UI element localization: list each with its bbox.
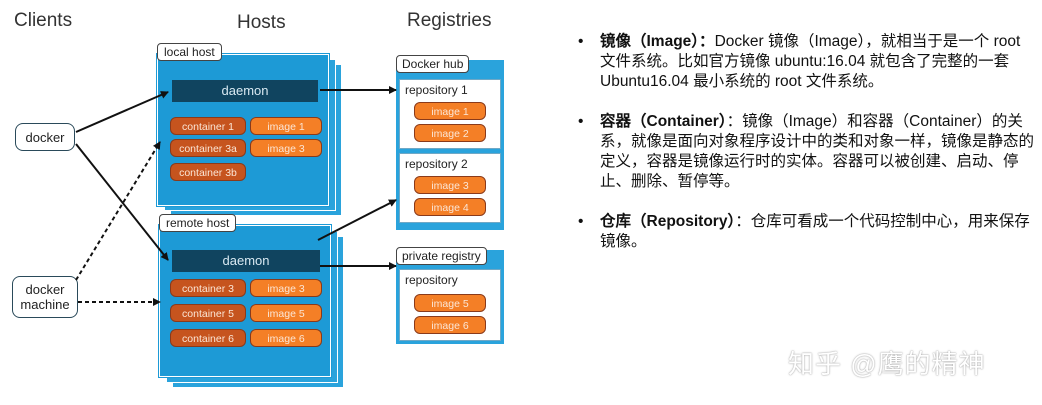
hub-image-4: image 4 — [414, 198, 486, 216]
note-image-body: Docker 镜像（Image），就相当于是一个 root 文件系统。比如官方镜… — [600, 33, 1021, 90]
docker-to-remote-daemon-arrow — [75, 143, 169, 261]
local-host: local host daemon container 1 image 1 co… — [156, 43, 330, 207]
remote-image-5: image 5 — [250, 304, 322, 322]
machine-to-local-host-arrow — [75, 141, 161, 281]
remote-container-6: container 6 — [170, 329, 246, 347]
repository-1: repository 1 image 1 image 2 — [399, 79, 501, 149]
private-repository-label: repository — [405, 273, 458, 287]
private-registry-label: private registry — [396, 247, 487, 265]
note-container: • 容器（Container）：镜像（Image）和容器（Container）的… — [574, 112, 1034, 192]
docker-machine-client: docker machine — [12, 276, 78, 318]
remote-host: remote host daemon container 3 image 3 c… — [158, 214, 332, 378]
docker-machine-label-line1: docker — [25, 282, 65, 297]
connection-arrows — [75, 86, 397, 306]
docker-hub-registry: Docker hub repository 1 image 1 image 2 … — [396, 55, 504, 230]
local-image-1: image 1 — [250, 117, 322, 135]
local-daemon: daemon — [172, 80, 318, 102]
notes-list: • 镜像（Image）：Docker 镜像（Image），就相当于是一个 roo… — [574, 32, 1034, 272]
repository-1-label: repository 1 — [405, 83, 468, 97]
private-image-6: image 6 — [414, 316, 486, 334]
remote-image-3: image 3 — [250, 279, 322, 297]
remote-host-label: remote host — [159, 214, 237, 232]
repository-2: repository 2 image 3 image 4 — [399, 153, 501, 223]
private-image-5: image 5 — [414, 294, 486, 312]
hosts-heading: Hosts — [237, 12, 286, 33]
remote-container-5: container 5 — [170, 304, 246, 322]
local-container-3a: container 3a — [170, 139, 246, 157]
note-bullet: • — [578, 213, 584, 230]
note-container-title: 容器（Container） — [600, 113, 727, 130]
local-container-3b: container 3b — [170, 163, 246, 181]
private-repository: repository image 5 image 6 — [399, 269, 501, 341]
clients-heading: Clients — [14, 10, 73, 31]
local-host-label: local host — [157, 43, 222, 61]
note-bullet: • — [578, 33, 584, 50]
local-container-1: container 1 — [170, 117, 246, 135]
docker-machine-label-line2: machine — [20, 297, 70, 312]
docker-client-label: docker — [25, 129, 65, 145]
note-repository-body: ：仓库可看成一个代码控制中心，用来保存镜像。 — [600, 213, 1030, 250]
note-repository-title: 仓库（Repository） — [600, 213, 736, 230]
docker-client: docker — [15, 123, 75, 151]
hub-image-2: image 2 — [414, 124, 486, 142]
private-registry: private registry repository image 5 imag… — [396, 247, 504, 344]
remote-image-6: image 6 — [250, 329, 322, 347]
hub-image-1: image 1 — [414, 102, 486, 120]
docker-hub-label: Docker hub — [396, 55, 470, 73]
note-container-body: ：镜像（Image）和容器（Container）的关系，就像是面向对象程序设计中… — [600, 113, 1035, 190]
registries-heading: Registries — [407, 10, 492, 31]
remote-daemon-to-hub-arrow — [317, 199, 397, 241]
note-repository: • 仓库（Repository）：仓库可看成一个代码控制中心，用来保存镜像。 — [574, 212, 1034, 252]
hub-image-3: image 3 — [414, 176, 486, 194]
remote-daemon: daemon — [172, 250, 320, 272]
docker-to-local-daemon-arrow — [75, 91, 169, 133]
note-image-title: 镜像（Image）： — [600, 33, 715, 50]
note-bullet: • — [578, 113, 584, 130]
watermark: 知乎 @鹰的精神 — [788, 349, 986, 379]
local-image-3: image 3 — [250, 139, 322, 157]
repository-2-label: repository 2 — [405, 157, 468, 171]
remote-container-3: container 3 — [170, 279, 246, 297]
note-image: • 镜像（Image）：Docker 镜像（Image），就相当于是一个 roo… — [574, 32, 1034, 92]
